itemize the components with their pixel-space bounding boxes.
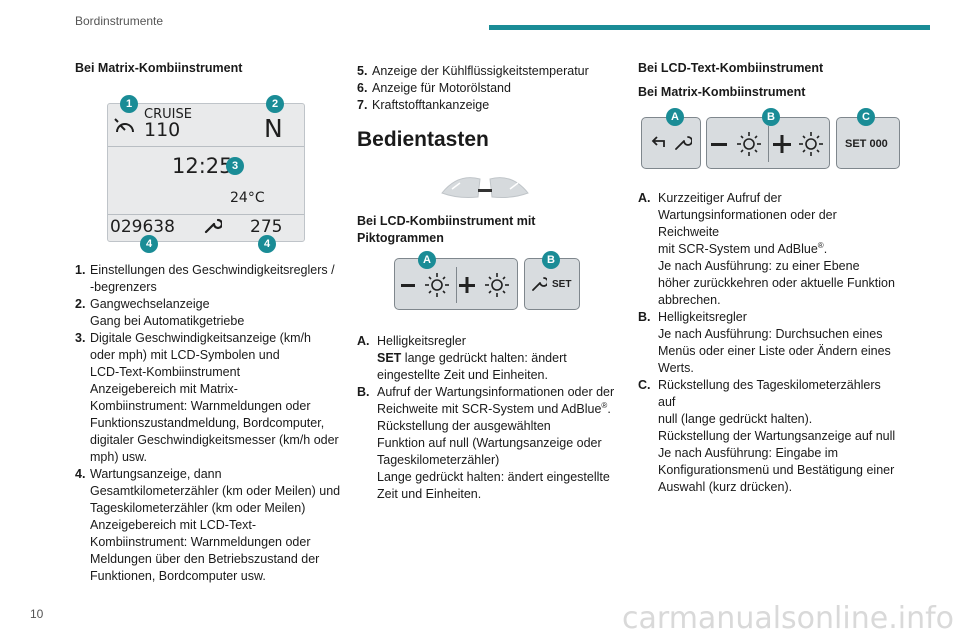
callout-c: C bbox=[857, 108, 875, 126]
display-temperature: 24°C bbox=[230, 190, 265, 206]
button-divider bbox=[768, 126, 769, 162]
right-column: Bei LCD-Text-Kombiinstrument Bei Matrix-… bbox=[638, 60, 900, 101]
back-arrow-icon bbox=[651, 136, 665, 147]
header-accent-bar bbox=[489, 25, 930, 30]
display-speed: 110 bbox=[144, 119, 181, 141]
list-item: 4. Wartungsanzeige, dann Gesamtkilometer… bbox=[75, 467, 341, 583]
display-divider bbox=[108, 214, 304, 215]
callout-4: 4 bbox=[140, 235, 158, 253]
callout-2: 2 bbox=[266, 95, 284, 113]
brightness-up-icon bbox=[459, 273, 509, 297]
right-descriptions: A. Kurzzeitiger Aufruf der Wartungsinfor… bbox=[638, 190, 900, 496]
brightness-down-icon bbox=[711, 132, 761, 156]
brightness-button[interactable] bbox=[394, 258, 518, 310]
brightness-up-icon bbox=[773, 132, 823, 156]
watermark: carmanualsonline.info bbox=[622, 601, 954, 636]
wrench-icon bbox=[204, 218, 222, 234]
set-label: SET bbox=[552, 279, 572, 290]
list-item: 3. Digitale Geschwindigkeitsanzeige (km/… bbox=[75, 331, 339, 464]
list-item: 2. Gangwechselanzeige Gang bei Automatik… bbox=[75, 297, 245, 328]
section-title-bedientasten: Bedientasten bbox=[357, 128, 489, 151]
instrument-cluster-icon bbox=[441, 177, 529, 198]
middle-column: 5.Anzeige der Kühlflüssigkeitstemperatur… bbox=[357, 63, 612, 114]
wrench-icon bbox=[532, 277, 547, 291]
set-000-label: SET 000 bbox=[845, 138, 888, 150]
matrix-item-list: 1. Einstellungen des Geschwindigkeitsreg… bbox=[75, 262, 347, 585]
callout-b: B bbox=[542, 251, 560, 269]
list-item: 7.Kraftstofftankanzeige bbox=[357, 98, 490, 112]
brightness-down-icon bbox=[401, 273, 449, 297]
callout-1: 1 bbox=[120, 95, 138, 113]
list-item: A. Helligkeitsregler SET lange gedrückt … bbox=[357, 334, 567, 382]
display-divider bbox=[108, 146, 304, 147]
cruise-label: CRUISE bbox=[144, 107, 192, 122]
lcd-picto-heading: Bei LCD-Kombiinstrument mit Piktogrammen bbox=[357, 214, 536, 245]
display-time: 12:25 bbox=[172, 154, 233, 178]
wrench-icon bbox=[675, 136, 692, 150]
list-item: B. Helligkeitsregler Je nach Ausführung:… bbox=[638, 310, 891, 375]
list-item: C. Rückstellung des Tageskilometerzähler… bbox=[638, 378, 896, 494]
callout-a: A bbox=[666, 108, 684, 126]
matrix-heading: Bei Matrix-Kombiinstrument bbox=[75, 61, 243, 75]
callout-3: 3 bbox=[226, 157, 244, 175]
button-divider bbox=[456, 267, 457, 303]
section-title: Bordinstrumente bbox=[75, 14, 164, 28]
list-item: A. Kurzzeitiger Aufruf der Wartungsinfor… bbox=[638, 191, 895, 307]
callout-b: B bbox=[762, 108, 780, 126]
list-item: 5.Anzeige der Kühlflüssigkeitstemperatur bbox=[357, 64, 589, 78]
list-item: 6.Anzeige für Motorölstand bbox=[357, 81, 511, 95]
display-odometer: 029638 bbox=[110, 217, 175, 237]
lcd-text-heading: Bei LCD-Text-Kombiinstrument bbox=[638, 61, 824, 75]
callout-4: 4 bbox=[258, 235, 276, 253]
list-item: B. Aufruf der Wartungsinformationen oder… bbox=[357, 385, 615, 501]
cruise-icon bbox=[114, 118, 134, 133]
display-gear: N bbox=[264, 114, 283, 143]
matrix-display-illustration: CRUISE 110 N 12:25 24°C 029638 275 bbox=[107, 103, 305, 242]
display-trip: 275 bbox=[250, 217, 283, 237]
page-number: 10 bbox=[30, 607, 44, 621]
matrix-heading-right: Bei Matrix-Kombiinstrument bbox=[638, 85, 806, 99]
list-item: 1. Einstellungen des Geschwindigkeitsreg… bbox=[75, 263, 335, 294]
middle-descriptions: A. Helligkeitsregler SET lange gedrückt … bbox=[357, 333, 617, 503]
matrix-column: Bei Matrix-Kombiinstrument bbox=[75, 60, 345, 77]
callout-a: A bbox=[418, 251, 436, 269]
